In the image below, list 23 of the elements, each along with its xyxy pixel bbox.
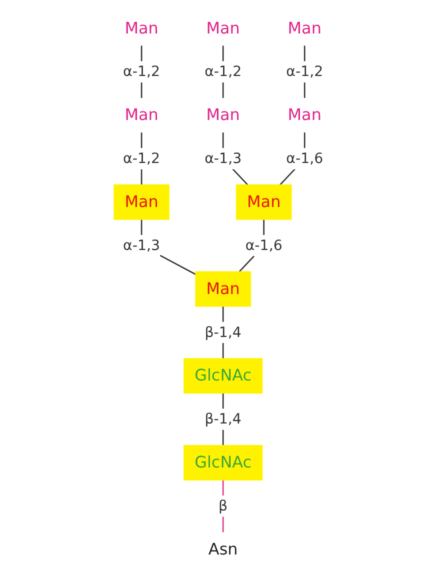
node-text: Man — [206, 105, 240, 124]
edge-label: α-1,2 — [286, 62, 324, 80]
node-box: GlcNAc — [183, 358, 263, 394]
edge-label: β — [218, 496, 228, 514]
node-text: Man — [124, 18, 158, 38]
node-box: GlcNAc — [183, 444, 263, 480]
node-box: Man — [195, 270, 251, 306]
edge-label: α-1,2 — [204, 62, 242, 80]
edge-label: β-1,4 — [204, 323, 242, 340]
edge-label: β-1,4 — [204, 410, 242, 427]
node-text: Man — [206, 18, 240, 38]
node-text: Man — [124, 105, 158, 124]
edge-label: α-1,3 — [204, 149, 242, 166]
edge-label: α-1,3 — [122, 236, 160, 254]
edge-label: α-1,6 — [245, 236, 282, 254]
node-text: Man — [288, 18, 322, 38]
node-box: Man — [236, 184, 292, 220]
node-text: Asn — [208, 540, 238, 558]
edge-label: α-1,6 — [286, 149, 324, 166]
edge-label: α-1,2 — [122, 62, 160, 80]
edge-label: α-1,2 — [122, 149, 160, 166]
node-text: Man — [288, 105, 322, 124]
node-box: Man — [114, 184, 170, 220]
